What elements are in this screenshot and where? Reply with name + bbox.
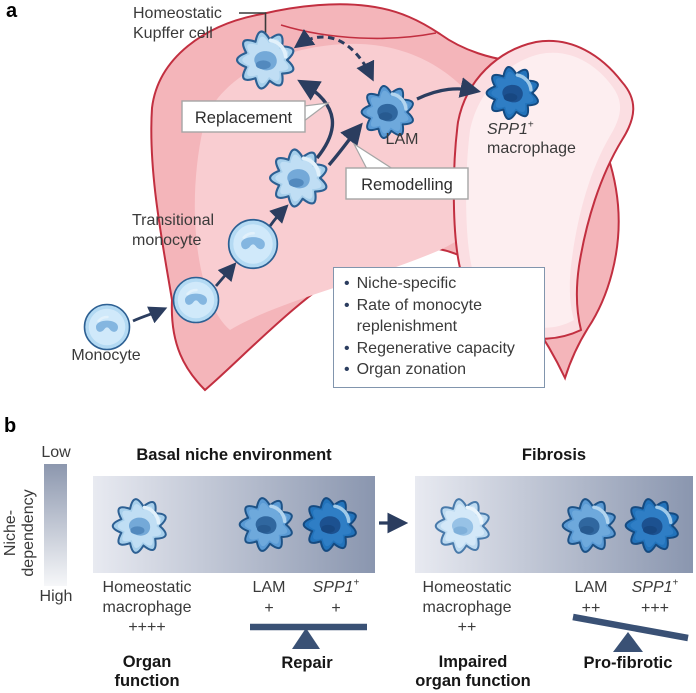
spp1-gene-text: SPP1	[631, 579, 673, 596]
pro-fibrotic-seesaw-fulcrum	[613, 632, 643, 652]
scale-high-label: High	[39, 588, 73, 605]
niche-dependency-axis-label: Niche- dependency	[2, 489, 37, 577]
fibrosis-lam-score: ++	[581, 600, 601, 617]
basal-niche-title: Basal niche environment	[136, 446, 332, 464]
basal-homeostatic-label: Homeostatic macrophage	[102, 579, 192, 616]
bullet-icon: •	[344, 296, 350, 314]
transitional-monocyte-cell-1	[173, 277, 219, 323]
liver-right-highlight	[466, 52, 621, 328]
niche-factors-box: • Niche-specific • Rate of monocyte replen…	[333, 267, 545, 388]
arrow-remodelling-to-lam	[327, 122, 363, 167]
panel-a-tag: a	[6, 0, 18, 22]
fibrosis-homeostatic-label: Homeostatic macrophage	[422, 579, 512, 616]
basal-lam-cell	[239, 498, 292, 551]
repair-label: Repair	[281, 654, 333, 672]
remodelling-callout: Remodelling	[345, 142, 469, 200]
repair-balance	[250, 623, 367, 649]
basal-lam-score: +	[264, 600, 274, 617]
bullet-text: Niche-specific	[356, 275, 457, 292]
transitional-monocyte-label: Transitional monocyte	[132, 212, 215, 249]
differentiation-arrows	[132, 28, 482, 324]
replacement-callout-box	[181, 100, 306, 133]
basal-lam-label: LAM	[252, 579, 286, 596]
niche-dependency-scale-bar	[44, 464, 67, 586]
arrow-transitional1-to-transitional2	[214, 262, 237, 287]
spp1-macrophage-text: macrophage	[487, 140, 576, 157]
bullet-text: Regenerative capacity	[356, 339, 515, 357]
replacement-callout: Replacement	[181, 100, 331, 133]
organ-function-label: Organ function	[114, 653, 180, 690]
remodelling-callout-box	[345, 167, 469, 200]
spp1-plus-sup: +	[353, 577, 360, 589]
fibrosis-title: Fibrosis	[521, 446, 587, 464]
fibrosis-lam-cell	[562, 499, 615, 552]
transitional-monocyte-cell-2	[228, 219, 278, 269]
kupffer-label-connector	[239, 12, 267, 33]
list-item: • Regenerative capacity	[342, 338, 536, 360]
bullet-icon: •	[344, 275, 350, 292]
spp1-plus-sup: +	[672, 577, 679, 589]
kupffer-cell-label: Homeostatic Kupffer cell	[133, 5, 222, 42]
bullet-icon: •	[344, 361, 350, 378]
spp1-gene-text: SPP1	[312, 579, 354, 596]
list-item: • Organ zonation	[342, 359, 536, 381]
fibrosis-spp1-score: +++	[640, 600, 670, 617]
arrow-monocyte-to-transitional1	[132, 306, 168, 324]
list-item: • Rate of monocyte replenishment	[342, 295, 536, 338]
spp1-gene-text: SPP1	[487, 121, 528, 138]
remodelling-label: Remodelling	[361, 176, 453, 194]
arrow-lam-to-spp1	[416, 77, 482, 101]
fibrosis-spp1-cell	[625, 499, 678, 552]
arrow-kupffer-lam-interconversion-dashed	[293, 28, 375, 82]
lam-label: LAM	[385, 131, 419, 148]
bullet-text: Rate of monocyte replenishment	[356, 296, 483, 336]
replacement-label: Replacement	[195, 109, 293, 127]
basal-spp1-score: +	[331, 600, 341, 617]
panel-b-tag: b	[4, 415, 17, 437]
fibrosis-homeostatic-macrophage-cell	[435, 499, 489, 553]
basal-spp1-label: SPP1+	[308, 578, 364, 598]
basal-homeostatic-score: ++++	[128, 619, 166, 636]
impaired-organ-function-label: Impaired organ function	[415, 653, 531, 690]
fibrosis-homeostatic-score: ++	[457, 619, 477, 636]
arrow-replacement-to-kupffer	[297, 79, 335, 160]
list-item: • Niche-specific	[342, 273, 536, 295]
bullet-icon: •	[344, 339, 350, 357]
monocyte-cell	[84, 304, 130, 350]
pro-fibrotic-label: Pro-fibrotic	[583, 654, 673, 672]
pro-fibrotic-seesaw-beam	[572, 613, 689, 642]
bullet-text: Organ zonation	[356, 361, 467, 378]
fibrosis-lam-label: LAM	[574, 579, 608, 596]
scale-low-label: Low	[41, 444, 71, 461]
monocyte-label: Monocyte	[71, 347, 141, 364]
arrow-transitional2-to-macrophage	[268, 204, 289, 227]
basal-homeostatic-macrophage-cell	[112, 499, 166, 553]
basal-spp1-cell	[303, 498, 356, 551]
spp1-plus-sup: +	[527, 119, 534, 131]
repair-balance-fulcrum	[292, 628, 320, 649]
fibrosis-spp1-label: SPP1+	[628, 578, 682, 598]
spp1-macrophage-label: SPP1+ macrophage	[487, 120, 576, 158]
pro-fibrotic-seesaw	[572, 613, 689, 652]
